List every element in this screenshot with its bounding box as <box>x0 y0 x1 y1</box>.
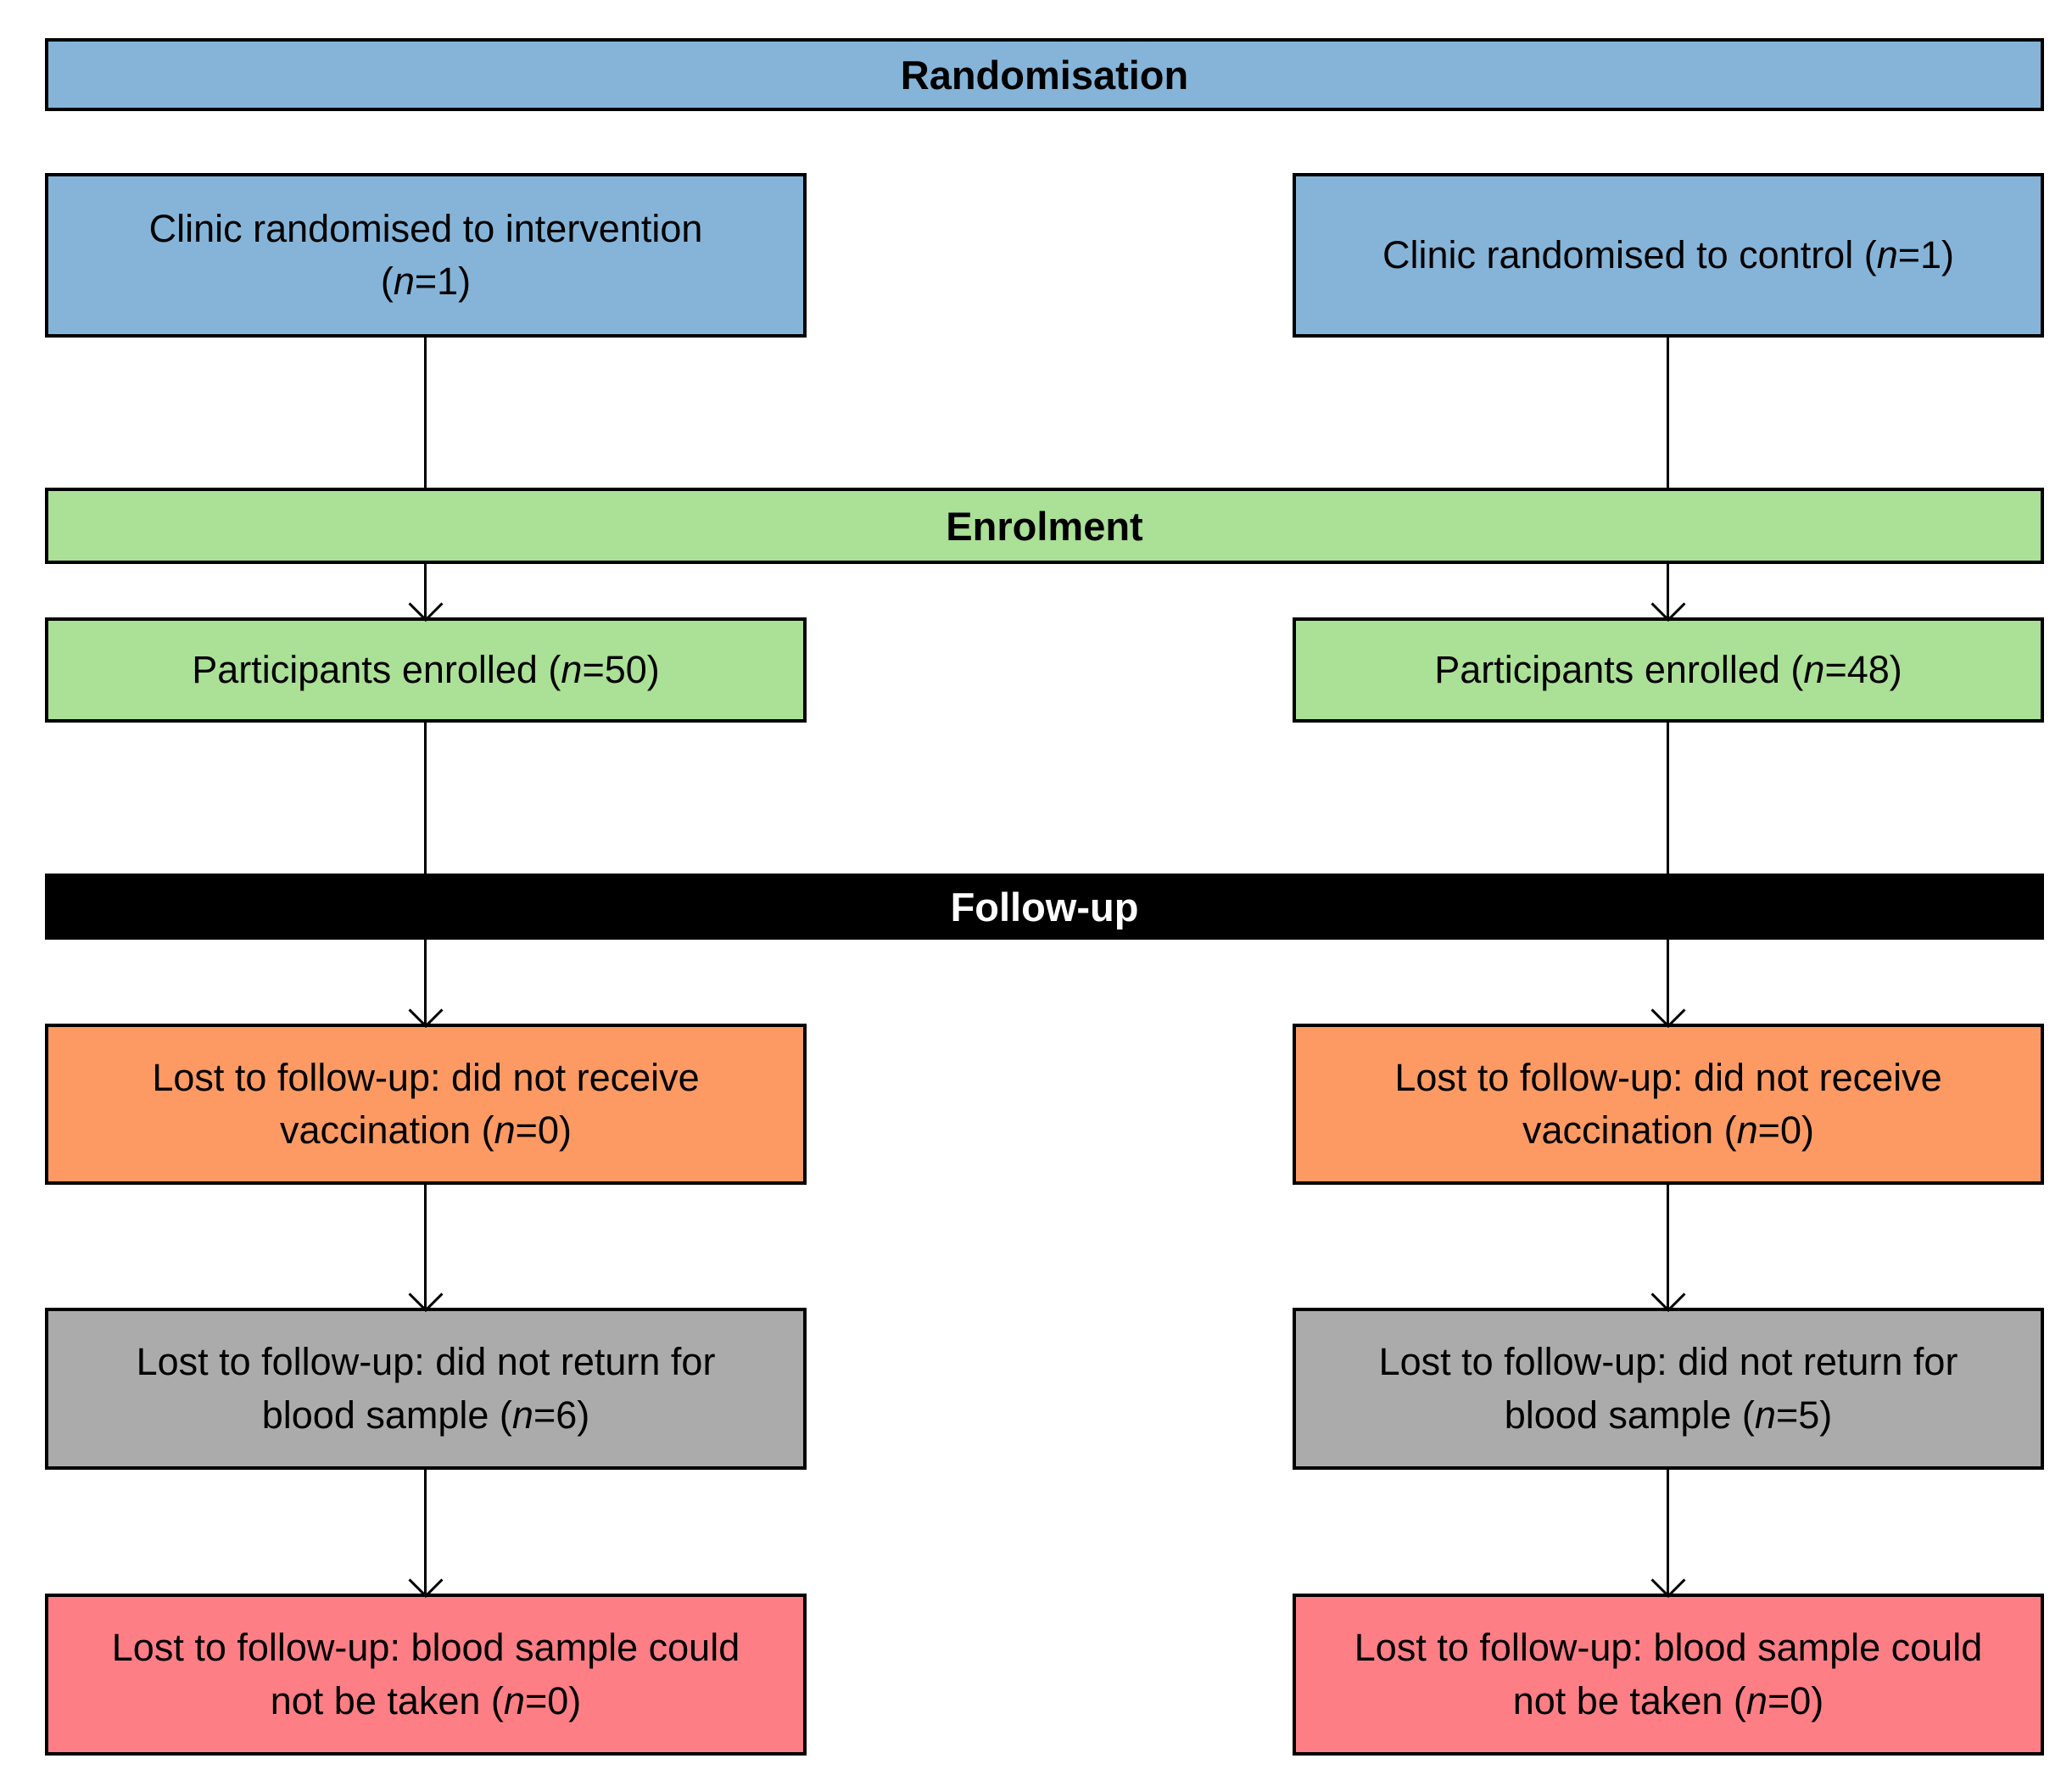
box-intervention-lost-vaccination: Lost to follow-up: did not receive vacci… <box>45 1024 807 1185</box>
box-control-enrolled-text: Participants enrolled (n=48) <box>1434 647 1902 691</box>
box-intervention-enrolled-text: Participants enrolled (n=50) <box>192 647 660 691</box>
box-intervention-enrolled: Participants enrolled (n=50) <box>45 617 807 723</box>
connector-line <box>1667 721 1669 875</box>
bar-followup: Follow-up <box>45 874 2044 940</box>
arrow-down-connector <box>424 562 427 619</box>
connector-line <box>1667 336 1669 490</box>
arrow-down-connector <box>424 1468 427 1595</box>
bar-randomisation: Randomisation <box>45 38 2044 111</box>
connector-line <box>424 336 427 490</box>
arrow-down-connector <box>424 1183 427 1309</box>
box-control-clinic-text: Clinic randomised to control (n=1) <box>1382 232 1955 276</box>
arrow-down-connector <box>1667 1468 1669 1595</box>
box-control-lost-blood-return-text: Lost to follow-up: did not return for bl… <box>1378 1340 1958 1437</box>
box-intervention-lost-vaccination-text: Lost to follow-up: did not receive vacci… <box>152 1055 700 1152</box>
bar-enrolment: Enrolment <box>45 488 2044 564</box>
box-intervention-lost-blood-return: Lost to follow-up: did not return for bl… <box>45 1308 807 1470</box>
box-control-lost-vaccination: Lost to follow-up: did not receive vacci… <box>1293 1024 2044 1185</box>
bar-enrolment-label: Enrolment <box>946 503 1143 549</box>
arrow-down-connector <box>424 938 427 1025</box>
box-control-enrolled: Participants enrolled (n=48) <box>1293 617 2044 723</box>
arrow-down-connector <box>1667 1183 1669 1309</box>
box-intervention-lost-blood-taken: Lost to follow-up: blood sample could no… <box>45 1594 807 1756</box>
box-intervention-clinic-text: Clinic randomised to intervention (n=1) <box>148 206 703 303</box>
box-control-lost-vaccination-text: Lost to follow-up: did not receive vacci… <box>1394 1055 1942 1152</box>
box-control-lost-blood-taken-text: Lost to follow-up: blood sample could no… <box>1354 1626 1983 1722</box>
connector-line <box>424 721 427 875</box>
box-control-lost-blood-return: Lost to follow-up: did not return for bl… <box>1293 1308 2044 1470</box>
box-intervention-clinic: Clinic randomised to intervention (n=1) <box>45 173 807 338</box>
box-control-lost-blood-taken: Lost to follow-up: blood sample could no… <box>1293 1594 2044 1756</box>
bar-followup-label: Follow-up <box>950 884 1139 929</box>
arrow-down-connector <box>1667 938 1669 1025</box>
arrow-down-connector <box>1667 562 1669 619</box>
box-intervention-lost-blood-return-text: Lost to follow-up: did not return for bl… <box>136 1340 716 1437</box>
box-intervention-lost-blood-taken-text: Lost to follow-up: blood sample could no… <box>111 1626 740 1722</box>
box-control-clinic: Clinic randomised to control (n=1) <box>1293 173 2044 338</box>
bar-randomisation-label: Randomisation <box>900 52 1189 98</box>
